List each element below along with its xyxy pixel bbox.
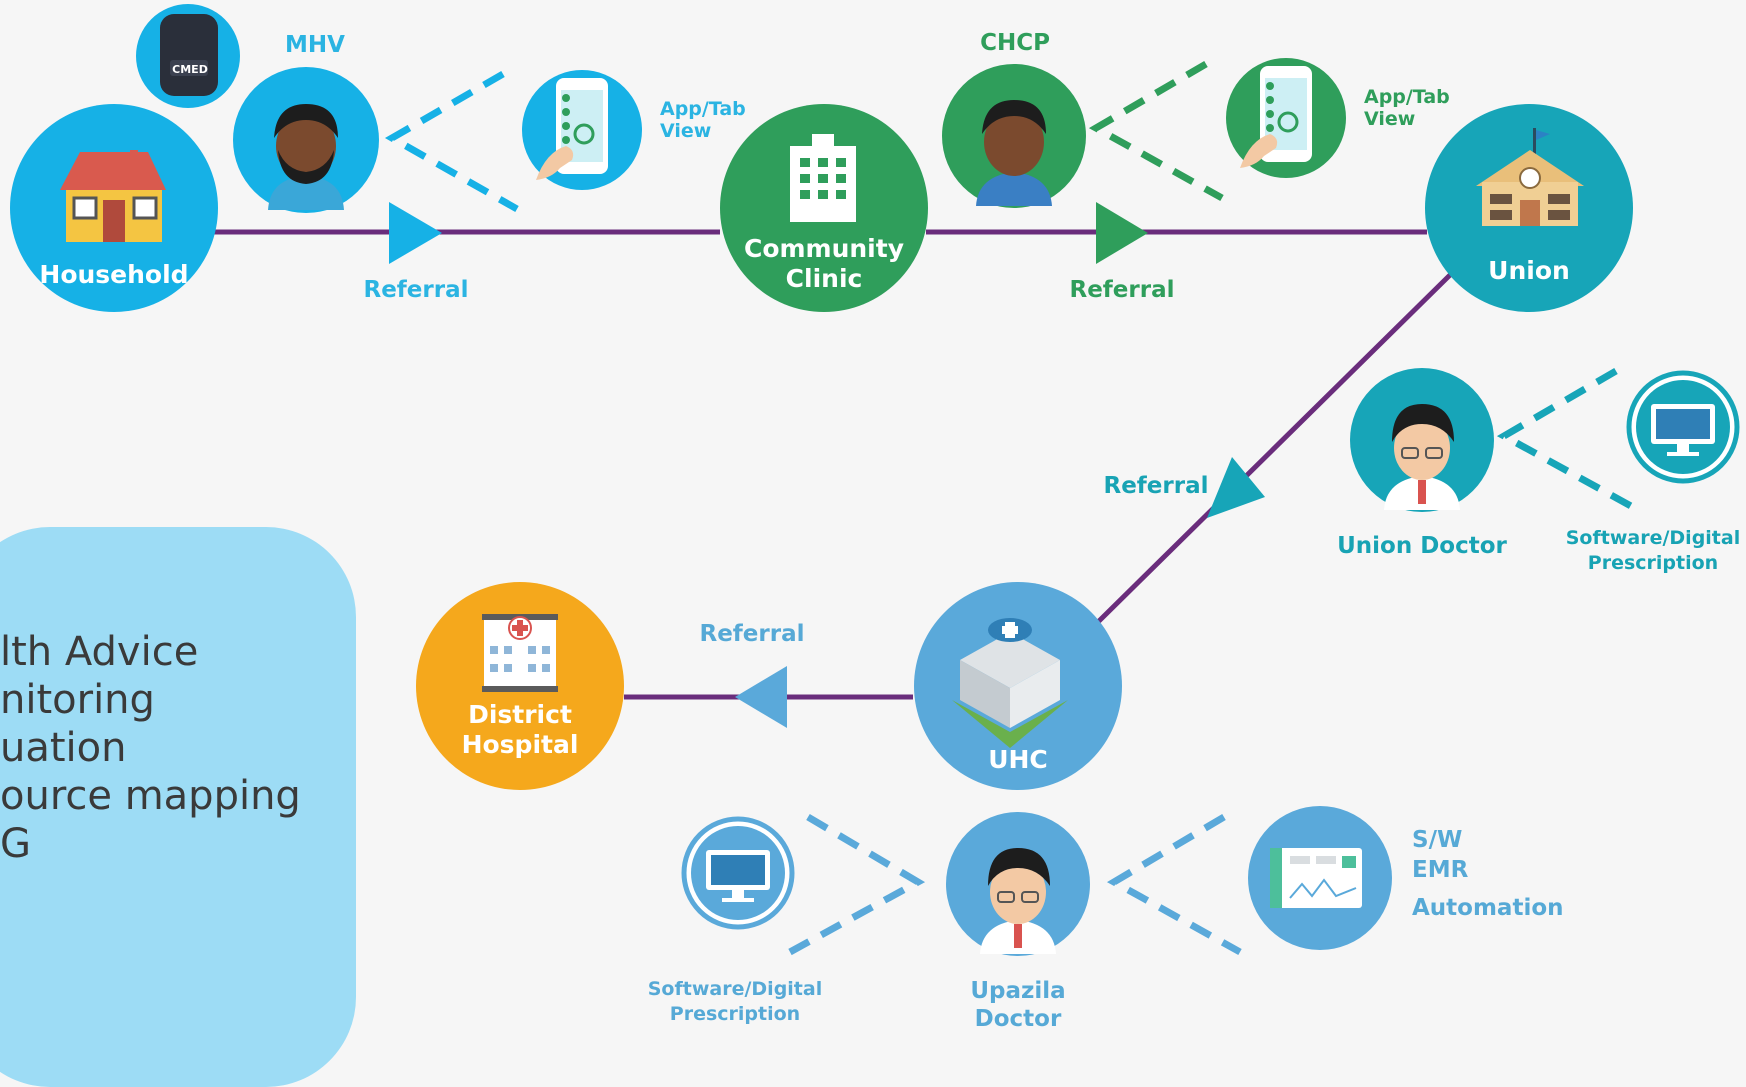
software-node-1 [1626, 370, 1740, 484]
chcp-node [942, 64, 1086, 208]
upazila-doctor-label-line1: Upazila [970, 978, 1066, 1004]
left-info-item-4: ource mapping [0, 773, 301, 819]
union-doctor-node [1350, 368, 1494, 512]
upazila-doctor-node [946, 812, 1090, 956]
sw-label: S/W [1412, 827, 1463, 853]
referral-arrow-1 [389, 202, 442, 264]
dashed-link-upazila-software [788, 813, 926, 956]
emr-node [1248, 806, 1392, 950]
uhc-label: UHC [988, 745, 1048, 774]
app-tab-node-2 [1226, 58, 1346, 178]
dashed-link-uniondoctor-software [1496, 367, 1633, 510]
app-tab-label-2-line1: App/Tab [1364, 86, 1450, 108]
automation-label: Automation [1412, 895, 1564, 921]
app-tab-label-2-line2: View [1364, 108, 1416, 130]
referral-label-1: Referral [363, 277, 469, 303]
left-info-list: lth Advice nitoring uation ource mapping… [0, 628, 330, 868]
upazila-doctor-label-line2: Doctor [974, 1006, 1062, 1032]
referral-arrow-3 [1207, 457, 1265, 518]
software-node-2 [681, 816, 795, 930]
school-building-icon [1476, 128, 1584, 226]
community-clinic-label-line1: Community [743, 234, 905, 263]
app-tab-node-1 [522, 70, 642, 190]
line-union-to-uhc [1096, 273, 1452, 624]
uhc-building-icon [952, 618, 1068, 748]
district-hospital-label-line1: District [468, 700, 572, 729]
left-info-item-2: nitoring [0, 677, 155, 723]
dashboard-screen-icon [1270, 848, 1362, 908]
app-tab-label-1-line1: App/Tab [660, 98, 746, 120]
referral-label-3: Referral [1103, 473, 1209, 499]
health-worker-avatar-icon [268, 104, 344, 210]
software-label-2-line1: Software/Digital [647, 978, 823, 1000]
union-doctor-label: Union Doctor [1337, 533, 1507, 559]
software-label-2-line2: Prescription [669, 1003, 801, 1025]
chcp-avatar-icon [976, 100, 1052, 206]
mhv-node [233, 67, 379, 213]
left-info-item-3: uation [0, 725, 127, 771]
house-icon [60, 150, 166, 242]
monitor-icon-2 [706, 850, 770, 902]
district-hospital-icon [482, 614, 558, 692]
left-info-item-5: G [0, 821, 31, 867]
dashed-link-upazila-emr [1106, 813, 1242, 956]
community-clinic-label-line2: Clinic [785, 264, 863, 293]
app-tab-label-1-line2: View [660, 120, 712, 142]
monitor-icon-1 [1651, 404, 1715, 456]
left-info-panel [0, 527, 356, 1087]
mhv-label: MHV [285, 32, 345, 58]
dashed-link-mhv-app [384, 70, 519, 213]
referral-label-4: Referral [699, 621, 805, 647]
software-label-1-line1: Software/Digital [1565, 527, 1741, 549]
referral-label-2: Referral [1069, 277, 1175, 303]
union-node [1425, 104, 1633, 312]
upazila-doctor-avatar-icon [980, 848, 1056, 954]
community-clinic-node [720, 104, 928, 312]
referral-arrow-2 [1096, 202, 1148, 264]
emr-label: EMR [1412, 857, 1469, 883]
software-label-1-line2: Prescription [1587, 552, 1719, 574]
union-label: Union [1488, 256, 1570, 285]
union-doctor-avatar-icon [1384, 404, 1460, 510]
referral-diagram [10, 4, 1740, 956]
household-label: Household [39, 260, 189, 289]
backpack-icon [136, 4, 240, 108]
chcp-label: CHCP [980, 30, 1050, 56]
left-info-item-1: lth Advice [0, 629, 199, 675]
household-node [10, 104, 218, 312]
district-hospital-label-line2: Hospital [461, 730, 579, 759]
dashed-link-chcp-app [1088, 60, 1224, 202]
hospital-building-icon [790, 134, 856, 222]
referral-arrow-4 [735, 666, 787, 728]
district-hospital-node [416, 582, 624, 790]
uhc-node [914, 582, 1122, 790]
cmed-badge-label: CMED [172, 63, 208, 76]
